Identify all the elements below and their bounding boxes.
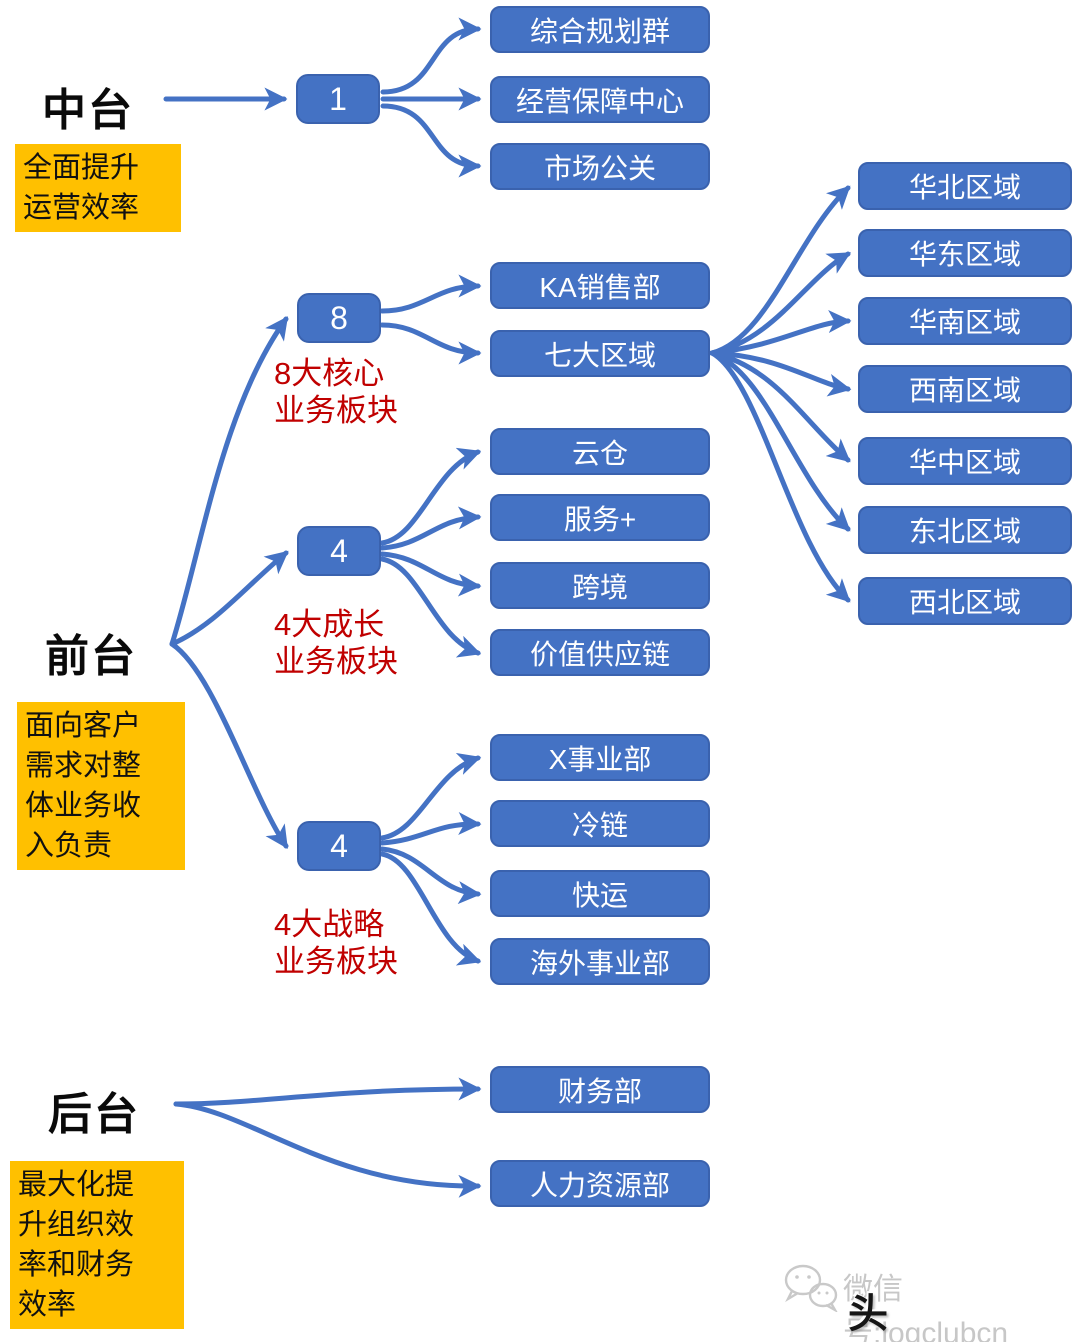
region-east-china: 华东区域 (858, 229, 1072, 277)
connector-4b-to-cold-chain (379, 812, 482, 846)
caption-core-business: 8大核心 业务板块 (274, 356, 398, 428)
connector-houtai-to-finance (173, 1077, 482, 1107)
node-express: 快运 (490, 870, 710, 917)
connector-4a-to-cross-border (379, 551, 482, 597)
caption-strategy-business: 4大战略 业务板块 (274, 907, 398, 979)
count-node-zhongtai-1: 1 (296, 74, 380, 124)
connector-regions-central (709, 350, 851, 463)
node-operation-support: 经营保障中心 (490, 76, 710, 123)
connector-8-to-ka-sales (379, 274, 482, 314)
wechat-icon (784, 1264, 838, 1312)
node-comprehensive-planning: 综合规划群 (490, 6, 710, 53)
connector-qiantai-to-4b (169, 641, 289, 849)
connector-4a-to-cloud-warehouse (379, 447, 482, 546)
stage-label-zhongtai: 中台 (42, 86, 134, 135)
region-central-china: 华中区域 (858, 437, 1072, 485)
node-ka-sales: KA销售部 (490, 262, 710, 309)
node-cross-border: 跨境 (490, 562, 710, 609)
connector-regions-north (709, 185, 851, 356)
region-northwest-china: 西北区域 (858, 577, 1072, 625)
connector-qiantai-to-4a (169, 550, 289, 647)
connector-4b-to-overseas (379, 851, 482, 966)
connector-8-to-seven-regions (379, 322, 482, 365)
count-node-strategy-4: 4 (297, 821, 381, 871)
node-value-supply-chain: 价值供应链 (490, 629, 710, 676)
connector-regions-southwest (709, 350, 852, 397)
region-north-china: 华北区域 (858, 162, 1072, 210)
node-cold-chain: 冷链 (490, 800, 710, 847)
connector-qiantai-to-8 (169, 316, 289, 647)
node-finance: 财务部 (490, 1066, 710, 1113)
connector-4a-to-service-plus (379, 506, 482, 551)
stage-label-houtai: 后台 (48, 1090, 140, 1139)
connector-1-to-planning (380, 17, 482, 95)
region-southwest-china: 西南区域 (858, 365, 1072, 413)
connector-regions-south (709, 310, 852, 356)
region-south-china: 华南区域 (858, 297, 1072, 345)
region-northeast-china: 东北区域 (858, 506, 1072, 554)
watermark-wechat-id: 微信号:logclubcn (843, 1273, 1009, 1342)
watermark-toutiao: 头条@物流沙龙 (848, 1292, 888, 1336)
node-overseas-division: 海外事业部 (490, 938, 710, 985)
count-node-growth-4: 4 (297, 526, 381, 576)
note-zhongtai: 全面提升 运营效率 (15, 144, 181, 232)
node-hr: 人力资源部 (490, 1160, 710, 1207)
connector-4b-to-express (379, 846, 482, 905)
connector-1-to-market-pr (380, 103, 482, 178)
connector-regions-northeast (709, 350, 851, 532)
node-service-plus: 服务+ (490, 494, 710, 541)
node-market-pr: 市场公关 (490, 143, 710, 190)
node-seven-regions: 七大区域 (490, 330, 710, 377)
connector-4b-to-x-division (379, 752, 482, 841)
node-cloud-warehouse: 云仓 (490, 428, 710, 475)
node-x-division: X事业部 (490, 734, 710, 781)
stage-label-qiantai: 前台 (45, 632, 137, 681)
connector-4a-to-value-supply-chain (379, 556, 482, 658)
note-houtai: 最大化提 升组织效 率和财务 效率 (10, 1161, 184, 1329)
note-qiantai: 面向客户 需求对整 体业务收 入负责 (17, 702, 185, 870)
caption-growth-business: 4大成长 业务板块 (274, 607, 398, 679)
connector-regions-northwest (709, 350, 851, 603)
connector-regions-east (709, 251, 851, 356)
connector-houtai-to-hr (173, 1101, 482, 1198)
count-node-core-8: 8 (297, 293, 381, 343)
